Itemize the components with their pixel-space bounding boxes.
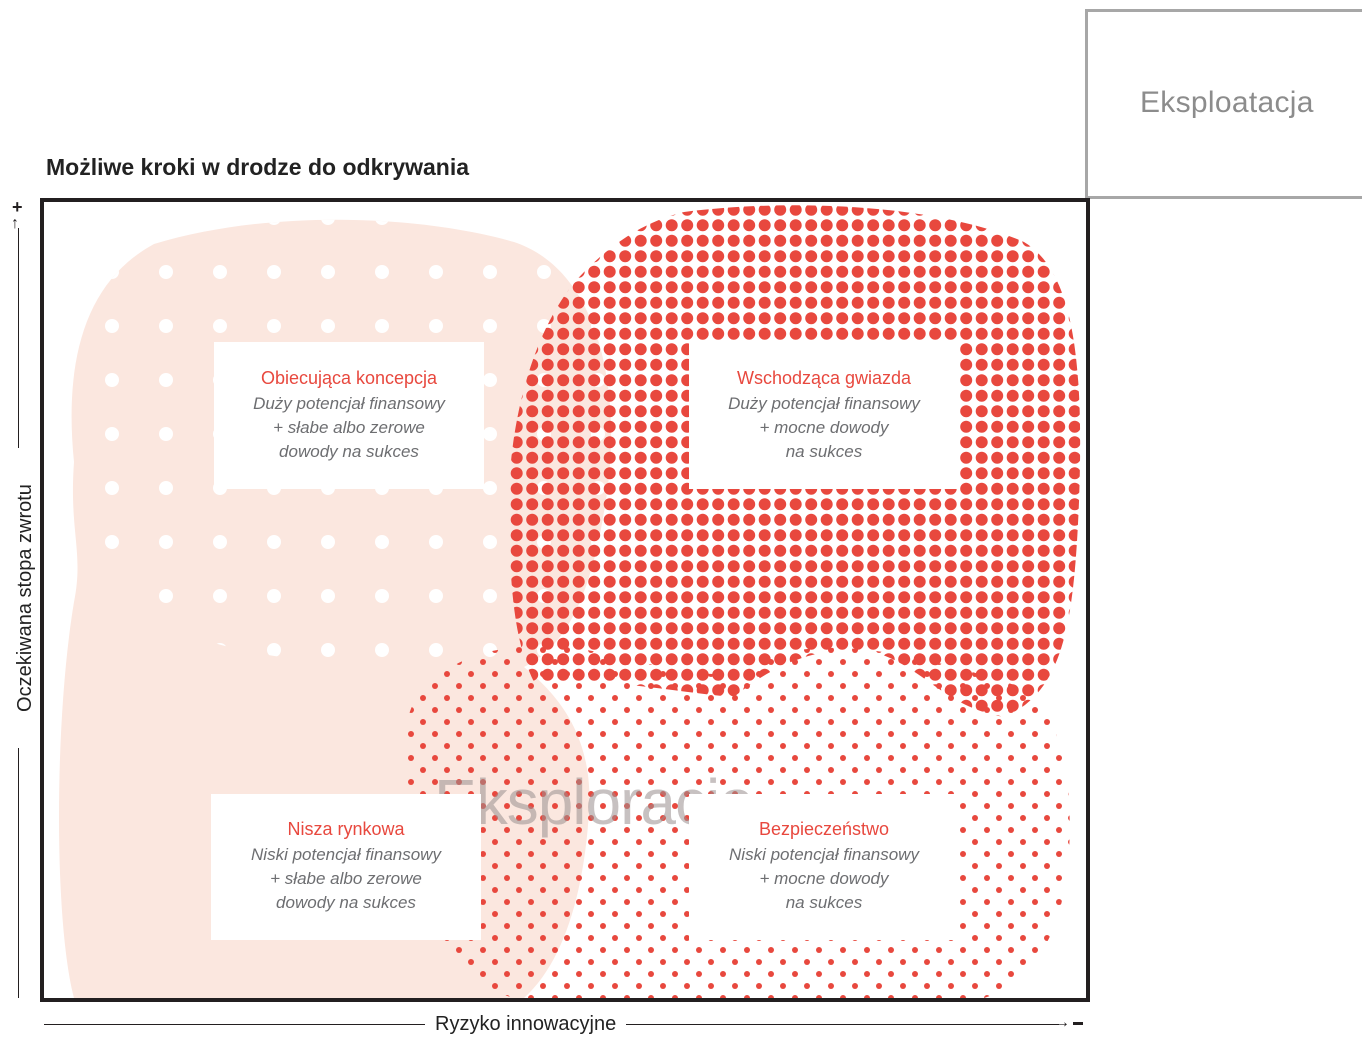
quadrant-title: Wschodząca gwiazda	[736, 367, 912, 388]
exploitation-label: Eksploatacja	[1140, 86, 1314, 119]
quadrant-promising-concept: Obiecująca koncepcja Duży potencjał fina…	[214, 342, 484, 489]
x-axis-arrow-icon: →	[1054, 1014, 1070, 1031]
quadrant-rising-star: Wschodząca gwiazda Duży potencjał finans…	[689, 342, 959, 489]
quadrant-description: Duży potencjał finansowy + mocne dowody …	[728, 393, 920, 461]
quadrant-title: Obiecująca koncepcja	[260, 367, 438, 388]
quadrant-safety: Bezpieczeństwo Niski potencjał finansowy…	[689, 794, 959, 940]
diagram-title: Możliwe kroki w drodze do odkrywania	[46, 154, 470, 180]
diagram-frame: Eksploracja Obiecująca koncepcja Duży po…	[40, 198, 1090, 1002]
y-axis-label: Oczekiwana stopa zwrotu	[12, 448, 38, 748]
x-axis-label: Ryzyko innowacyjne	[425, 1011, 627, 1037]
x-axis-high-marker	[1073, 1022, 1083, 1025]
exploitation-box	[1085, 9, 1362, 199]
quadrant-title: Bezpieczeństwo	[758, 819, 890, 839]
quadrant-description: Niski potencjał finansowy + słabe albo z…	[251, 845, 441, 912]
quadrant-description: Niski potencjał finansowy + mocne dowody…	[729, 845, 919, 912]
quadrant-title: Nisza rynkowa	[287, 819, 405, 839]
quadrant-description: Duży potencjał finansowy + słabe albo ze…	[253, 393, 445, 461]
y-axis-high-marker: +	[12, 197, 23, 217]
quadrant-market-niche: Nisza rynkowa Niski potencjał finansowy …	[211, 794, 481, 940]
y-axis-arrow-icon: ↑	[11, 215, 19, 232]
